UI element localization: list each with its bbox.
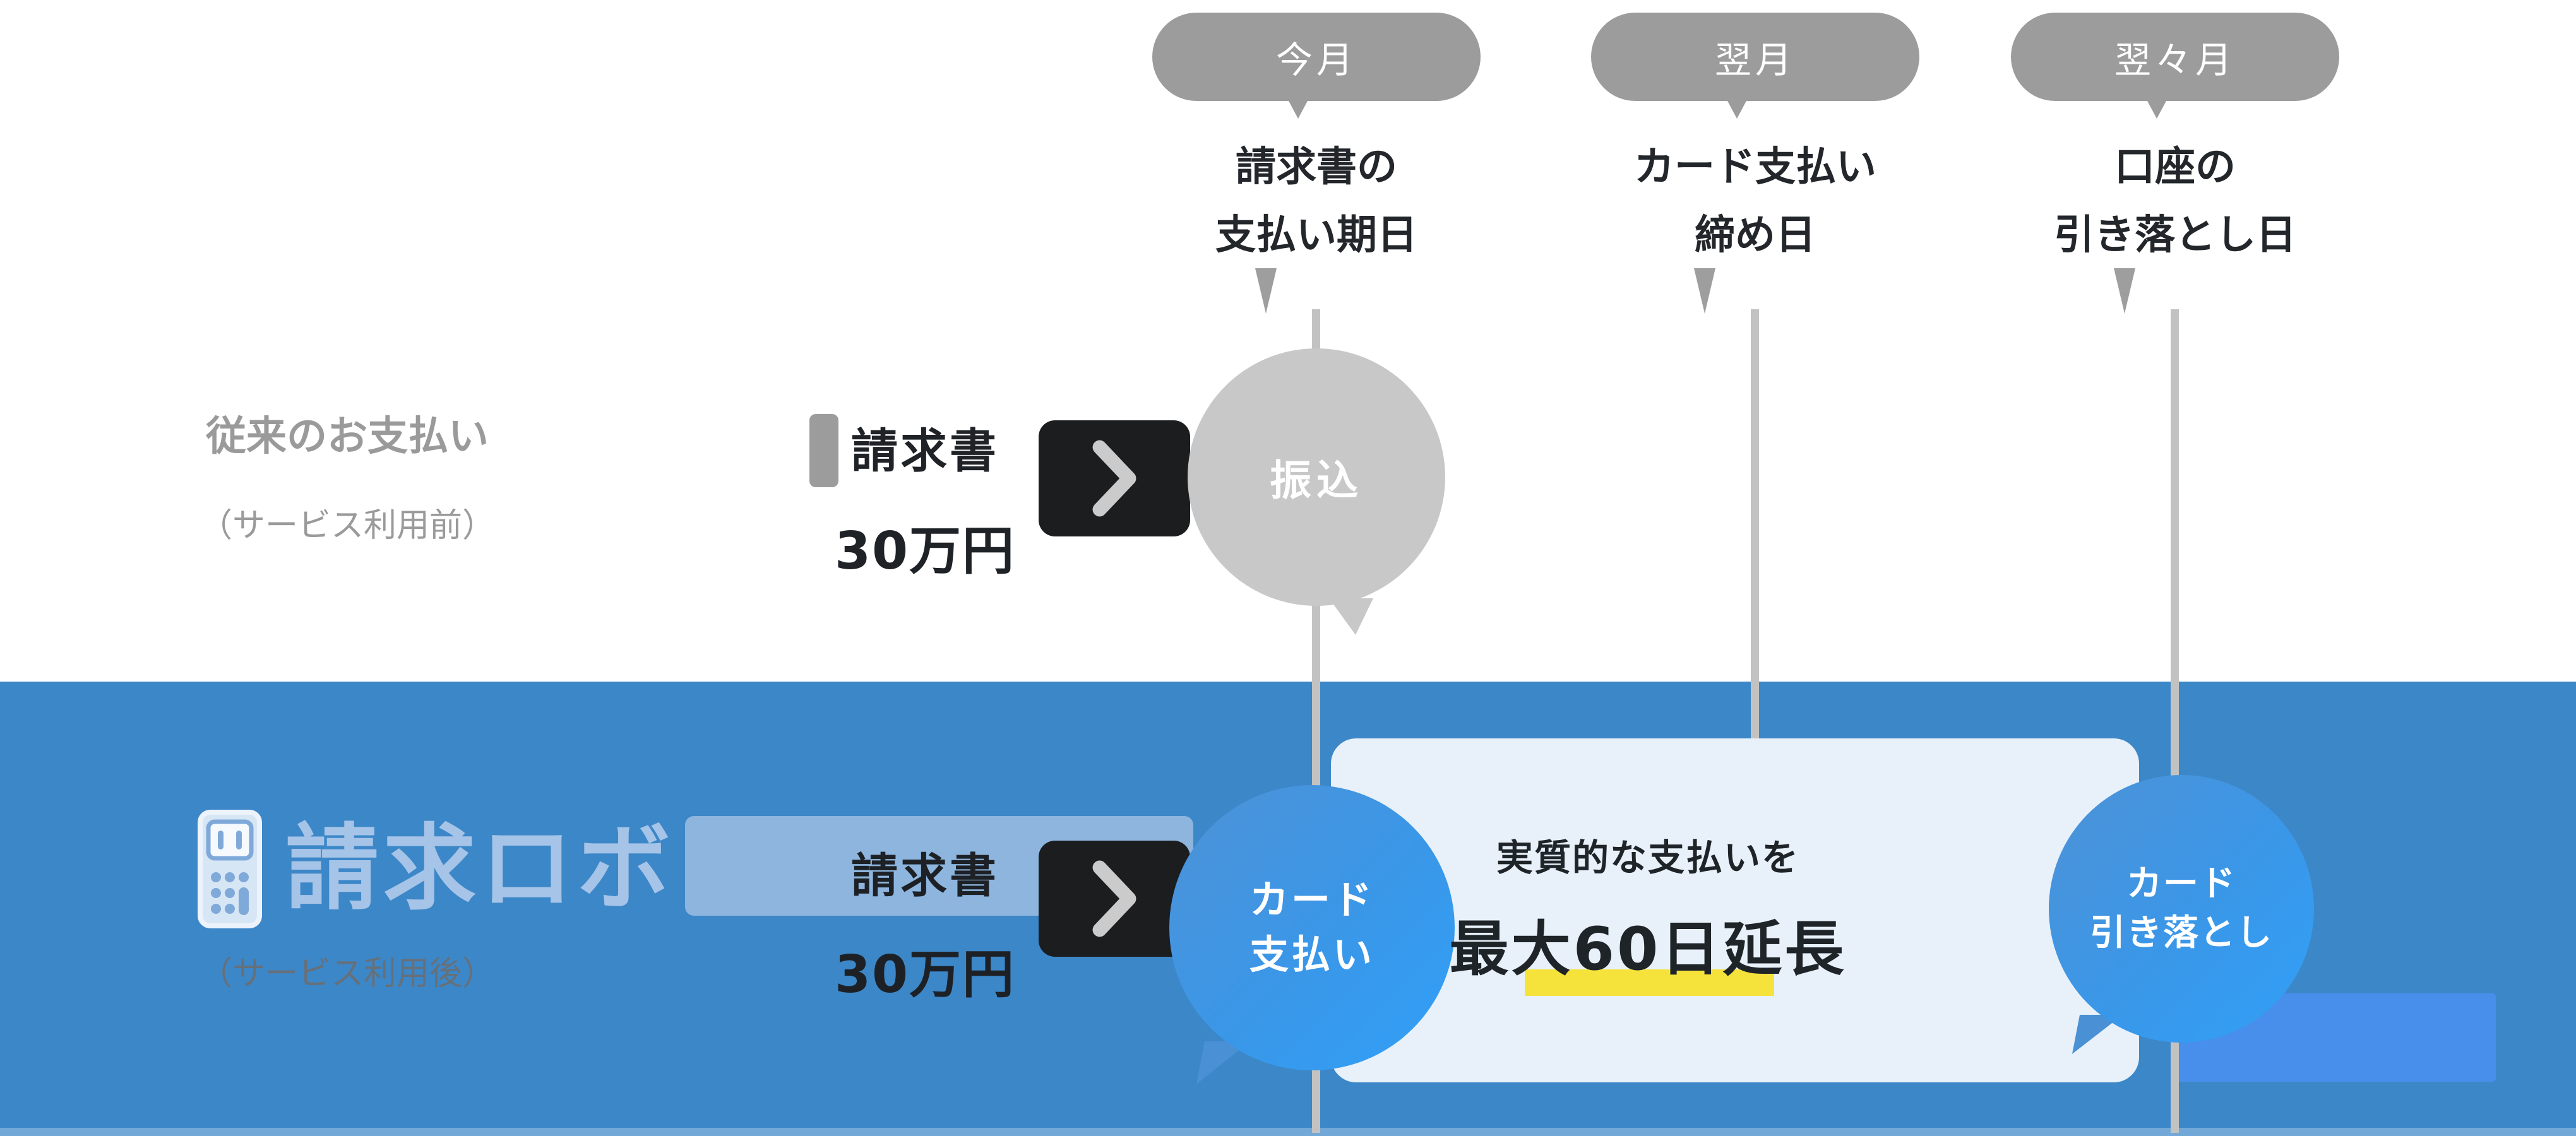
chevron-right-icon (1092, 860, 1136, 937)
traditional-label-text: 従来のお支払い (206, 413, 489, 460)
extension-message-line2: 最大60日延長 (1364, 901, 1932, 987)
service-label-note: （サービス利用後） (120, 947, 575, 994)
invoice-amount: 30万円 (834, 945, 1016, 1005)
pill-label: 今月 (1275, 38, 1357, 81)
invoice-edge-mark (809, 414, 838, 487)
annotation-account-debit: 口座の 引き落とし日 (1948, 134, 2402, 269)
bubble-bank-transfer-label: 振込 (1270, 456, 1363, 505)
annotation-line1: 請求書の (1236, 144, 1397, 191)
pointer-down-icon (1694, 268, 1715, 314)
calculator-icon (198, 810, 262, 928)
arrow-box (1039, 420, 1190, 536)
annotation-line1: カード支払い (1634, 144, 1876, 191)
extension-message-line1: 実質的な支払いを (1364, 828, 1932, 881)
extension-panel (1331, 738, 2139, 1082)
chevron-right-icon (1092, 440, 1136, 517)
pill-label: 翌月 (1714, 38, 1796, 81)
annotation-invoice-due: 請求書の 支払い期日 (1089, 134, 1544, 269)
annotation-line1: 口座の (2114, 144, 2236, 191)
pill-label: 翌々月 (2114, 38, 2236, 81)
traditional-label-note-text: （サービス利用前） (199, 507, 495, 545)
pill-tail-icon (1727, 100, 1747, 119)
pointer-down-icon (1255, 268, 1277, 314)
invoice-service: 請求書 30万円 (754, 838, 1095, 1007)
pill-tail-icon (1288, 100, 1308, 119)
pill-month-after-next: 翌々月 (2011, 13, 2339, 101)
extension-message-line2-text: 最大60日延長 (1449, 915, 1847, 984)
invoice-amount: 30万円 (834, 521, 1016, 581)
arrow-box (1039, 841, 1190, 957)
annotation-line2: 支払い期日 (1215, 211, 1417, 259)
bubble-card-debit-line2: 引き落とし (2090, 913, 2273, 954)
pill-next-month: 翌月 (1591, 13, 1919, 101)
pill-tail-icon (2147, 100, 2167, 119)
invoice-traditional: 請求書 30万円 (754, 413, 1095, 584)
bubble-card-payment: カード 支払い (1169, 785, 1455, 1070)
service-logo-text: 請求ロボ (285, 814, 674, 923)
yellow-highlight (1525, 969, 1774, 996)
annotation-card-closing: カード支払い 締め日 (1528, 134, 1983, 269)
bubble-card-debit: カード 引き落とし (2049, 775, 2314, 1043)
traditional-label: 従来のお支払い (120, 404, 575, 462)
bubble-card-payment-line2: 支払い (1249, 932, 1374, 978)
annotation-line2: 締め日 (1695, 211, 1816, 259)
bubble-bank-transfer: 振込 (1188, 348, 1445, 606)
band-bottom-edge (0, 1128, 2576, 1136)
service-logo: 請求ロボ (285, 822, 674, 915)
traditional-label-note: （サービス利用前） (120, 499, 575, 546)
service-label-note-text: （サービス利用後） (199, 955, 495, 993)
extension-message-line1-text: 実質的な支払いを (1496, 836, 1799, 879)
invoice-title: 請求書 (851, 424, 999, 478)
pill-this-month: 今月 (1152, 13, 1481, 101)
pointer-down-icon (2114, 268, 2135, 314)
invoice-title: 請求書 (851, 849, 999, 903)
bubble-card-debit-line1: カード (2126, 863, 2236, 904)
annotation-line2: 引き落とし日 (2054, 211, 2296, 259)
bubble-card-payment-line1: カード (1249, 877, 1374, 923)
